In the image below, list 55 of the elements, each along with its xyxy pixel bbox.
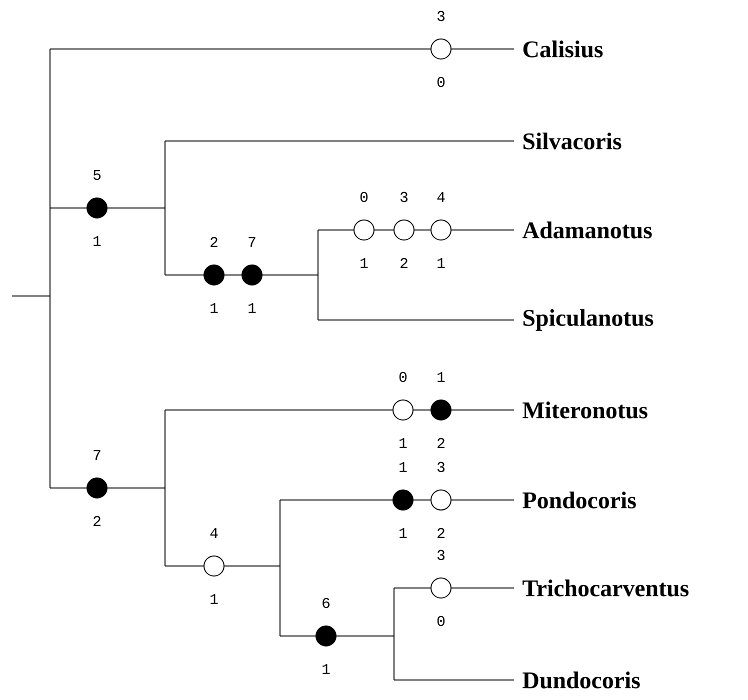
character-number: 1: [210, 303, 218, 313]
taxon-name: Adamanotus: [522, 222, 652, 238]
character-number: 2: [400, 258, 408, 268]
character-number: 0: [360, 192, 368, 202]
open-circle: [394, 220, 414, 240]
character-number: 1: [438, 258, 445, 268]
character-number: 5: [93, 170, 101, 180]
character-number: 1: [400, 438, 407, 448]
character-number: 1: [322, 664, 330, 674]
character-number: 0: [399, 372, 407, 382]
character-number: 3: [400, 192, 408, 202]
taxon-name: Dundocoris: [522, 672, 640, 688]
filled-circle: [392, 490, 414, 510]
character-number: 1: [438, 372, 445, 382]
filled-circle: [86, 198, 108, 218]
character-number: 3: [437, 462, 445, 472]
open-circle: [204, 556, 224, 576]
filled-circle: [430, 400, 452, 420]
character-number: 2: [94, 516, 100, 526]
open-circle: [430, 38, 452, 60]
character-number: 7: [94, 450, 100, 460]
taxon-name: Pondocoris: [522, 492, 636, 508]
taxon-name: Silvacoris: [523, 132, 622, 150]
character-number: 1: [400, 528, 407, 538]
character-number: 0: [437, 76, 445, 88]
filled-circle: [204, 264, 224, 286]
taxon-name: Trichocarventus: [522, 580, 689, 596]
character-number: 1: [400, 462, 407, 472]
character-number: 0: [437, 616, 445, 626]
character-number: 6: [322, 598, 330, 608]
character-number: 2: [438, 528, 444, 538]
character-number: 1: [248, 303, 256, 313]
character-number: 4: [437, 192, 445, 202]
character-number: 3: [437, 550, 445, 560]
branch-line: [224, 274, 242, 276]
character-number: 2: [210, 237, 218, 247]
open-circle: [430, 490, 452, 510]
character-number: 2: [438, 438, 444, 448]
taxon-name: Miteronotus: [522, 402, 648, 418]
character-number: 1: [94, 236, 101, 246]
character-number: 3: [437, 10, 445, 22]
open-circle: [354, 220, 374, 240]
branch-line: [451, 48, 514, 50]
open-circle: [430, 578, 452, 598]
filled-circle: [242, 264, 262, 286]
open-circle: [430, 220, 452, 240]
character-number: 1: [210, 594, 218, 604]
character-number: 1: [360, 258, 368, 268]
filled-circle: [86, 478, 108, 498]
filled-circle: [316, 626, 336, 646]
open-circle: [392, 400, 414, 420]
character-number: 7: [248, 237, 256, 247]
taxon-name: Spiculanotus: [523, 309, 654, 331]
taxon-name: Calisius: [523, 40, 603, 58]
character-number: 4: [210, 528, 218, 538]
